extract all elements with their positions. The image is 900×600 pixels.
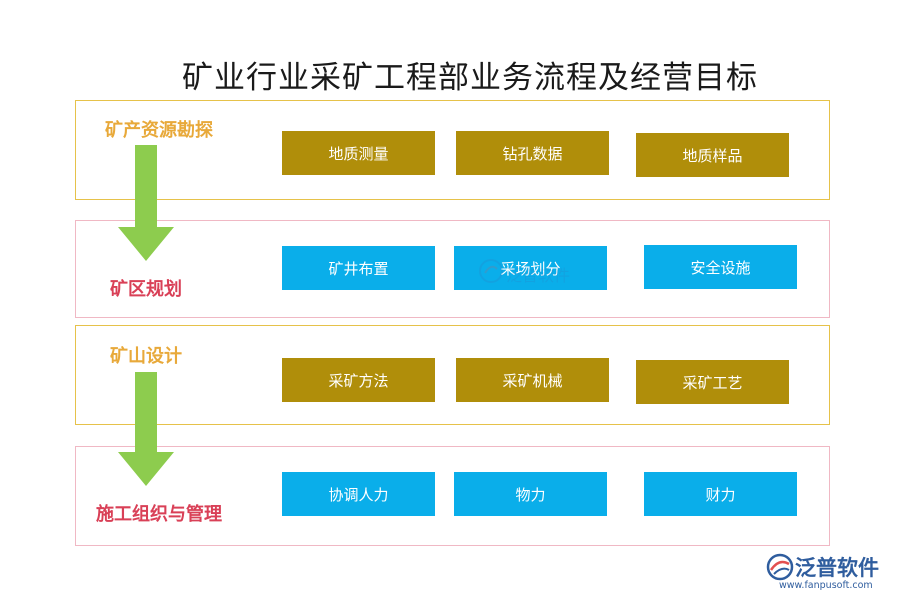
stage-label-mine-design: 矿山设计 — [110, 346, 182, 367]
flow-arrow-down-1 — [118, 145, 174, 261]
item-mining-process: 采矿工艺 — [636, 360, 789, 404]
item-stope-division: 采场划分 — [454, 246, 607, 290]
flow-arrow-down-2 — [118, 372, 174, 486]
diagram-title: 矿业行业采矿工程部业务流程及经营目标 — [182, 60, 758, 96]
item-geological-survey: 地质测量 — [282, 131, 435, 175]
brand-logo-icon — [766, 553, 794, 581]
item-mining-method: 采矿方法 — [282, 358, 435, 402]
stage-label-mine-planning: 矿区规划 — [110, 279, 182, 300]
item-drilling-data: 钻孔数据 — [456, 131, 609, 175]
stage-label-exploration: 矿产资源勘探 — [105, 120, 213, 141]
item-mining-machinery: 采矿机械 — [456, 358, 609, 402]
item-finance: 财力 — [644, 472, 797, 516]
brand-logo-name: 泛普软件 — [795, 556, 879, 580]
item-safety-facilities: 安全设施 — [644, 245, 797, 289]
brand-logo: 泛普软件 www.fanpusoft.com — [765, 550, 895, 595]
item-shaft-layout: 矿井布置 — [282, 246, 435, 290]
item-coordinate-manpower: 协调人力 — [282, 472, 435, 516]
item-geological-samples: 地质样品 — [636, 133, 789, 177]
stage-label-construction-management: 施工组织与管理 — [96, 504, 222, 525]
item-materials: 物力 — [454, 472, 607, 516]
brand-logo-url: www.fanpusoft.com — [779, 580, 873, 591]
